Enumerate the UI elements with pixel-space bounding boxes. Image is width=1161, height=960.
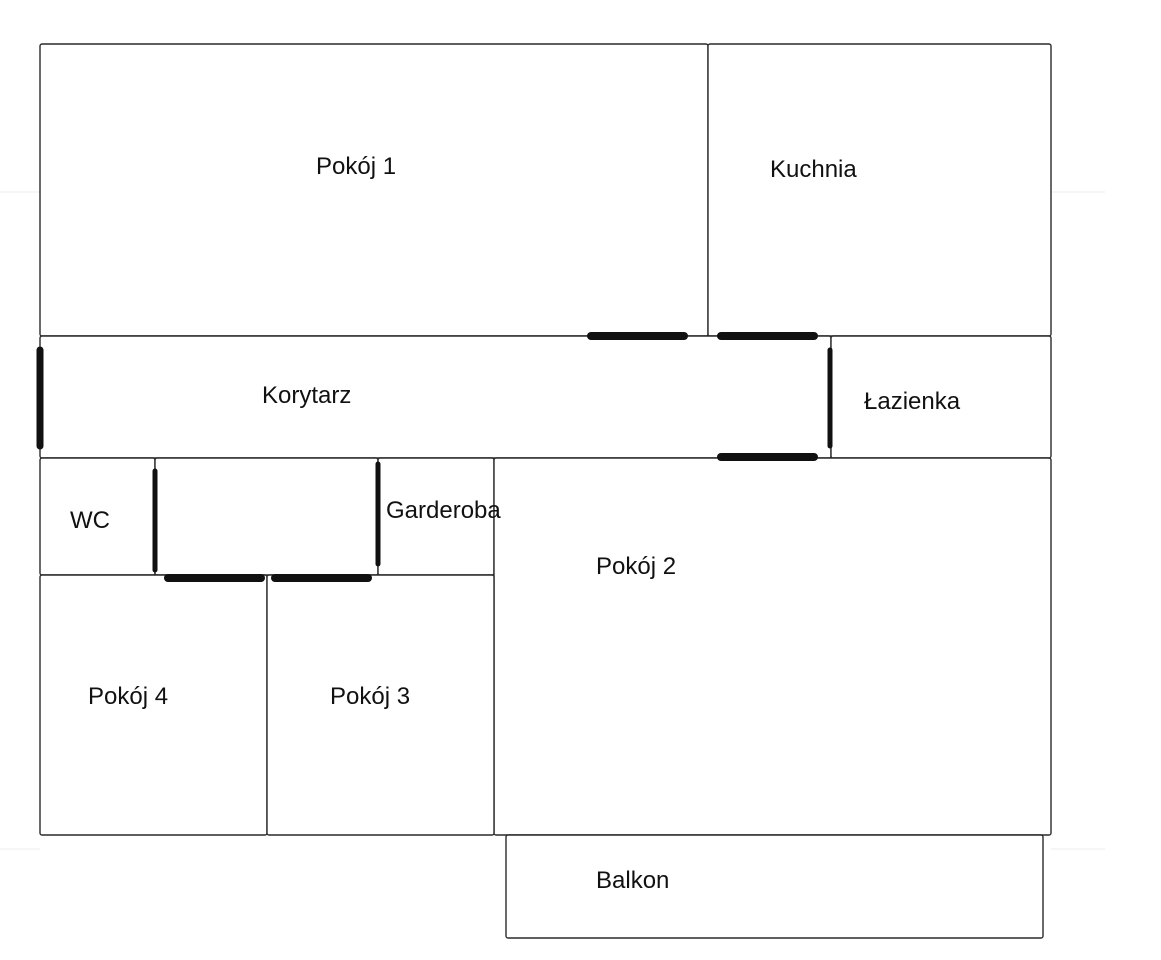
room-hall-small: [154, 457, 379, 576]
label-kuchnia: Kuchnia: [770, 156, 857, 183]
label-lazienka: Łazienka: [864, 388, 961, 415]
room-pokoj-2: [493, 457, 1052, 836]
label-wc: WC: [70, 507, 110, 534]
label-garderoba: Garderoba: [386, 497, 501, 524]
label-korytarz: Korytarz: [262, 382, 351, 409]
room-kuchnia: [707, 43, 1052, 337]
label-pokoj-4: Pokój 4: [88, 683, 168, 710]
room-pokoj-3: [266, 574, 495, 836]
label-balkon: Balkon: [596, 867, 669, 894]
room-balkon: [505, 834, 1044, 939]
label-pokoj-2: Pokój 2: [596, 553, 676, 580]
label-pokoj-1: Pokój 1: [316, 153, 396, 180]
room-pokoj-1: [39, 43, 709, 337]
label-pokoj-3: Pokój 3: [330, 683, 410, 710]
room-korytarz: [39, 335, 832, 459]
